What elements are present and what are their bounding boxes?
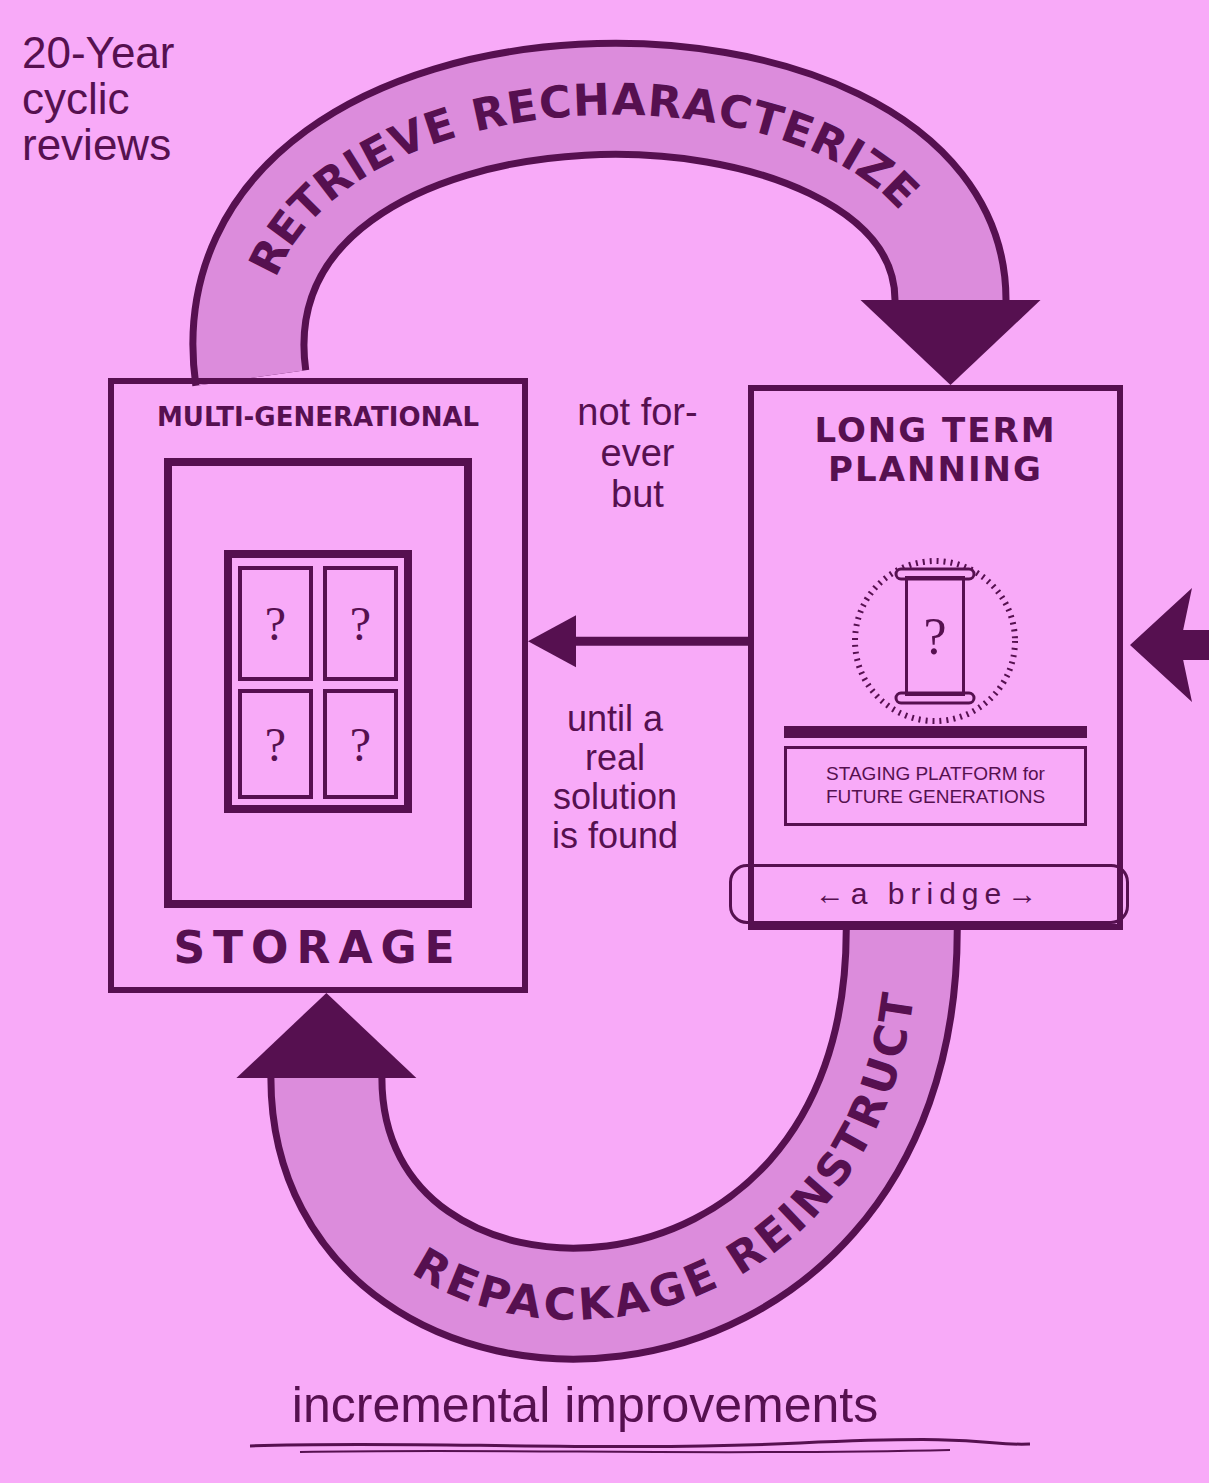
question-mark: ? xyxy=(327,596,394,651)
box-heading: MULTI-GENERATIONAL xyxy=(114,402,522,432)
platform-box: STAGING PLATFORM for FUTURE GENERATIONS xyxy=(784,746,1087,826)
bridge-text: ←a bridge→ xyxy=(732,877,1126,911)
canister-frame xyxy=(228,554,408,809)
arrow-head xyxy=(236,993,416,1078)
cycle-arrow: RETRIEVE RECHARACTERIZE xyxy=(238,73,1040,385)
arrow-shaft xyxy=(576,637,748,646)
arrow-note: until a real solution is found xyxy=(540,700,690,856)
arrow-note: not for-ever but xyxy=(575,392,700,515)
canister-cell: ? xyxy=(238,689,313,799)
arrow-head xyxy=(528,615,576,667)
cycle-label: REPACKAGE REINSTRUCT xyxy=(405,988,924,1330)
inner-storage-frame xyxy=(168,462,468,904)
canister-cell: ? xyxy=(323,689,398,799)
cycle-label-text: RETRIEVE RECHARACTERIZE xyxy=(238,73,931,283)
canister-cell: ? xyxy=(238,566,313,681)
flow-arrow xyxy=(528,615,748,667)
storage-box: MULTI-GENERATIONAL STORAGE???? xyxy=(108,378,528,993)
question-mark: ? xyxy=(908,607,962,666)
platform-text: STAGING PLATFORM for FUTURE GENERATIONS xyxy=(787,763,1084,809)
cycle-note: 20-Year cyclic reviews xyxy=(22,30,232,169)
cycle-label-text: REPACKAGE REINSTRUCT xyxy=(405,988,924,1330)
box-heading: LONG TERM PLANNING xyxy=(754,411,1117,489)
ground-squiggle xyxy=(250,1440,1030,1447)
dotted-halo xyxy=(855,561,1015,721)
box-heading: STORAGE xyxy=(114,922,522,973)
question-mark: ? xyxy=(327,717,394,772)
ground-squiggle xyxy=(300,1450,950,1452)
planning-box: LONG TERM PLANNING? STAGING PLATFORM for … xyxy=(748,385,1123,930)
arrow-head xyxy=(861,300,1041,385)
question-mark: ? xyxy=(242,596,309,651)
incoming-arrow-shaft xyxy=(1180,630,1209,660)
cycle-band-outline xyxy=(326,930,901,1304)
scroll-box: ? xyxy=(905,576,965,696)
question-mark: ? xyxy=(242,717,309,772)
cycle-label: RETRIEVE RECHARACTERIZE xyxy=(238,73,931,283)
ground-note: incremental improvements xyxy=(185,1378,985,1433)
platform-bar xyxy=(784,726,1087,738)
cycle-band xyxy=(326,930,901,1304)
bridge-band: ←a bridge→ xyxy=(729,864,1129,924)
canister-cell: ? xyxy=(323,566,398,681)
